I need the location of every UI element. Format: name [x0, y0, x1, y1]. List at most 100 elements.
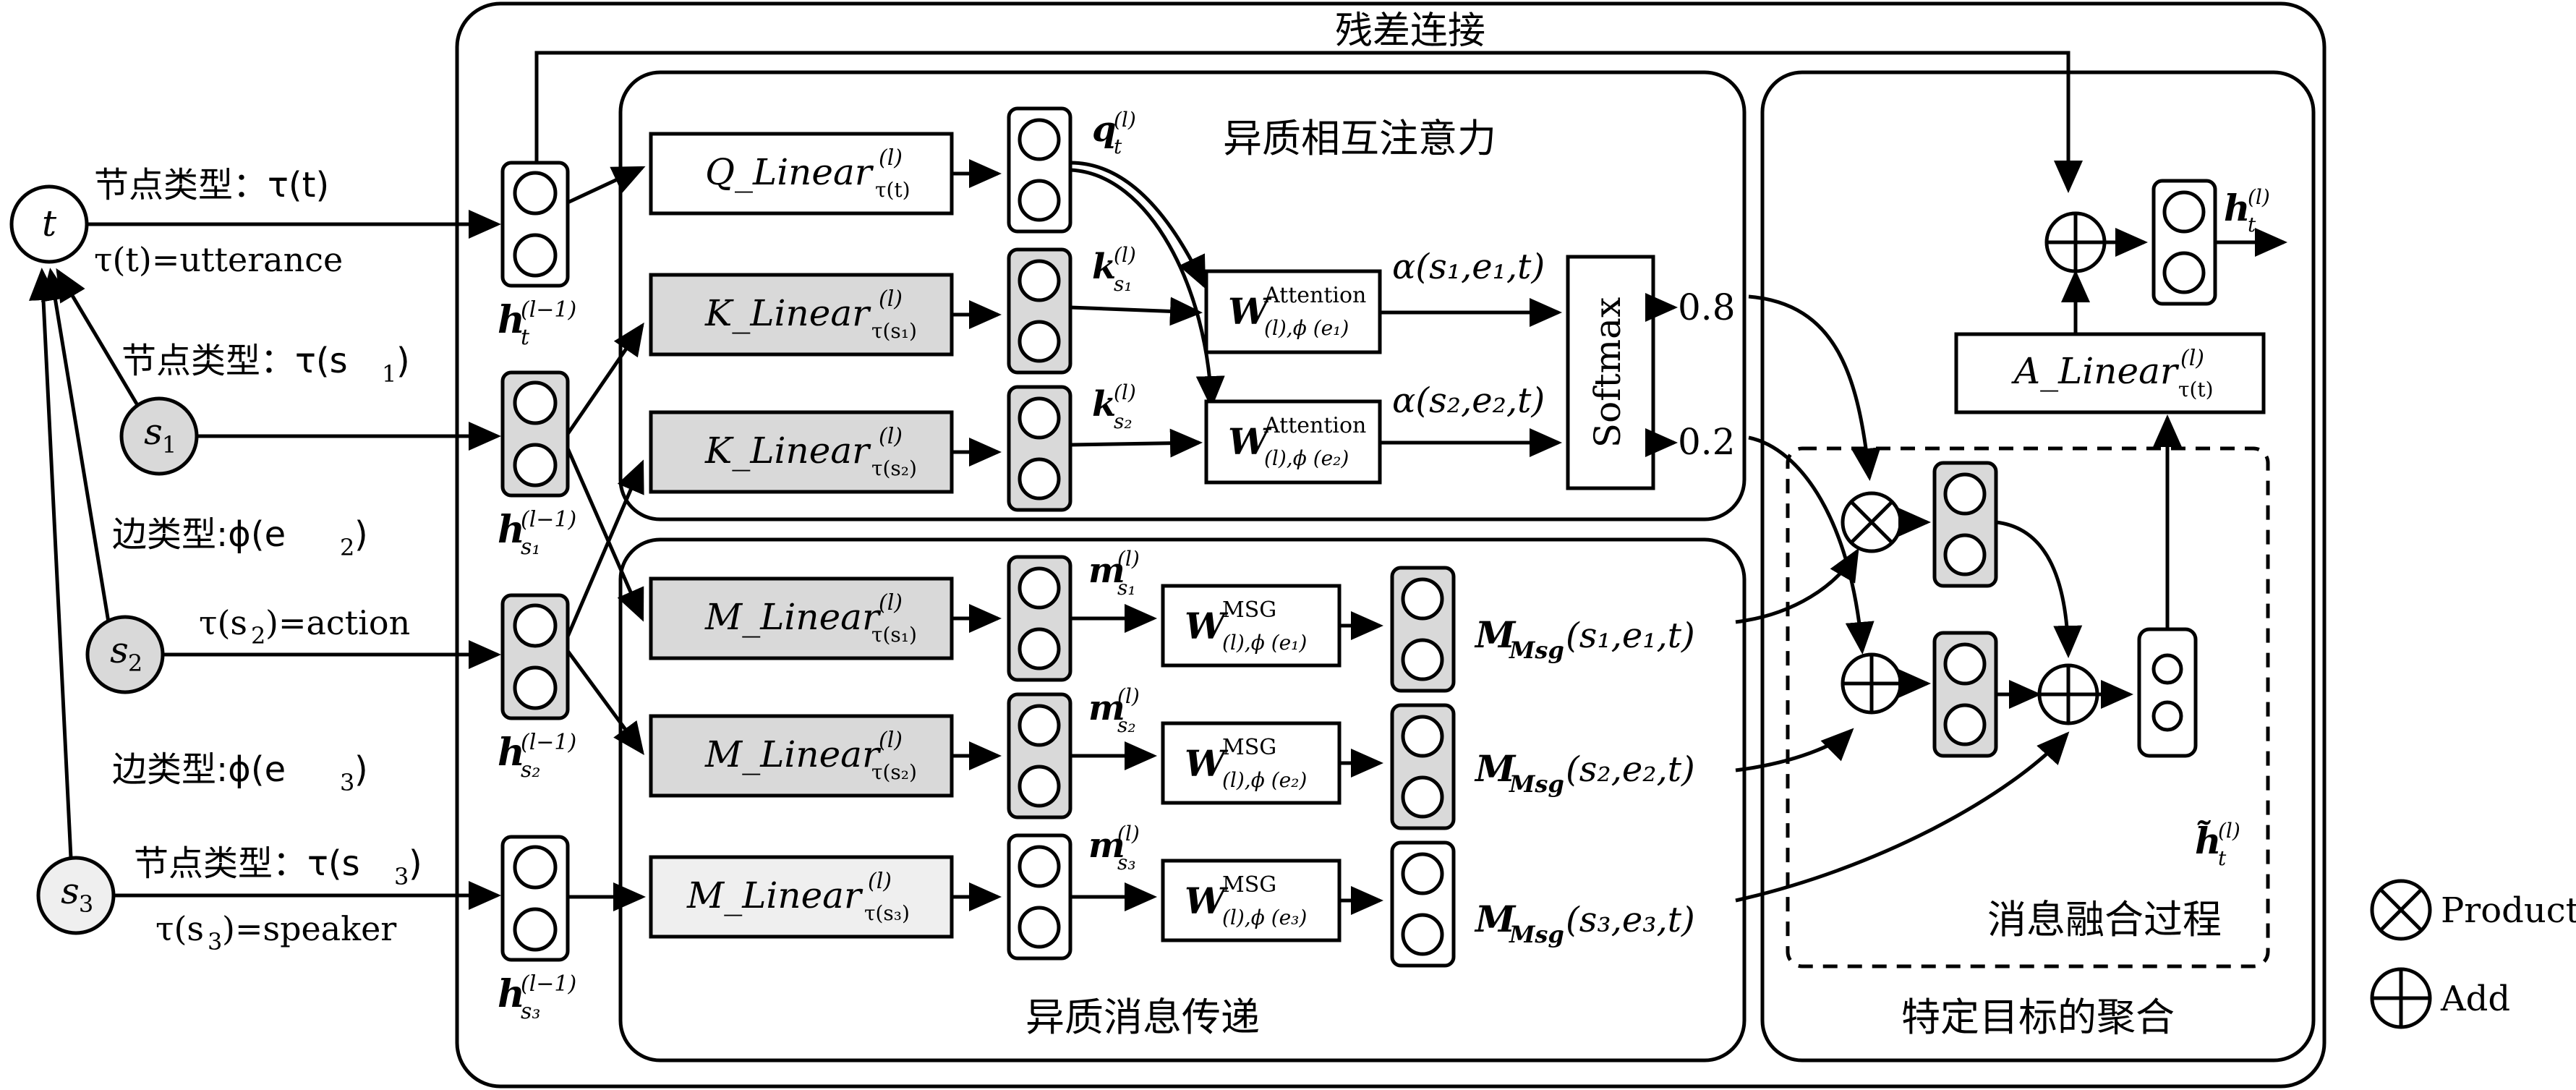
svg-text:W: W [1228, 290, 1272, 333]
node-s2: s 2 [85, 615, 165, 694]
legend-product: Product [2370, 879, 2576, 941]
svg-text:Softmax: Softmax [1587, 297, 1629, 448]
message-title: 异质消息传递 [1025, 995, 1260, 1040]
vector-m1 [1007, 555, 1072, 682]
svg-text:τ(t): τ(t) [875, 178, 910, 202]
k-linear-box-1: K_Linear (l) τ(s₁) [649, 273, 954, 357]
alpha-1: α(s₁,e₁,t) [1392, 247, 1545, 287]
label-k2: k (l) s₂ [1092, 380, 1136, 433]
svg-text:t: t [1114, 135, 1122, 158]
label-tau-s3: τ(s 3 )=speaker [155, 909, 396, 955]
svg-text:M: M [1474, 747, 1517, 790]
label-h-s2: h (l−1) s₂ [498, 730, 576, 783]
svg-text:t: t [2218, 846, 2227, 870]
svg-text:s₂: s₂ [1114, 409, 1133, 433]
a-linear-box: A_Linear (l) τ(t) [1954, 332, 2266, 414]
svg-text:节点类型：τ(s: 节点类型：τ(s [134, 843, 360, 884]
svg-text:s₁: s₁ [521, 535, 540, 560]
svg-text:边类型:ϕ(e: 边类型:ϕ(e [112, 749, 286, 790]
w-msg-box-1: W MSG (l),ϕ (e₁) [1161, 584, 1342, 668]
svg-text:(l): (l) [1117, 547, 1140, 571]
edge-hs1-mlinear1 [566, 447, 644, 622]
attention-output-1: 0.8 [1678, 286, 1736, 328]
svg-text:Product: Product [2441, 890, 2576, 931]
edge-q-watt2 [1070, 168, 1225, 409]
label-edge-type-e2: 边类型:ϕ(e 2 ) [112, 514, 368, 561]
edge-msg1-product [1735, 548, 1859, 624]
label-h-s3: h (l−1) s₃ [498, 971, 576, 1024]
svg-text:h: h [498, 731, 525, 775]
svg-text:k: k [1092, 247, 1116, 287]
svg-text:)=speaker: )=speaker [222, 909, 396, 948]
svg-text:2: 2 [340, 534, 354, 561]
vector-h-out [2151, 179, 2217, 306]
vector-k1 [1007, 247, 1072, 375]
svg-text:(l): (l) [2248, 185, 2270, 209]
svg-text:1: 1 [162, 431, 176, 459]
svg-text:M_Linear: M_Linear [704, 596, 882, 638]
edge-k1-watt1 [1070, 297, 1203, 326]
svg-text:M: M [1474, 898, 1517, 940]
svg-text:3: 3 [79, 890, 93, 918]
svg-text:(l): (l) [879, 286, 903, 312]
edge-hs1-klinear1 [566, 322, 644, 435]
svg-text:(l): (l) [879, 145, 903, 171]
svg-text:(l): (l) [868, 869, 892, 894]
attention-output-2: 0.2 [1678, 421, 1736, 463]
vector-msg-2 [1390, 703, 1456, 830]
svg-text:K_Linear: K_Linear [704, 292, 871, 334]
label-q: q (l) t [1092, 108, 1136, 158]
vector-h-s1 [500, 370, 570, 498]
svg-text:W: W [1185, 880, 1229, 922]
svg-text:(l−1): (l−1) [521, 507, 576, 532]
svg-text:(s₃,e₃,t): (s₃,e₃,t) [1566, 900, 1695, 940]
svg-text:(l−1): (l−1) [521, 730, 576, 755]
add-op-1 [1841, 652, 1903, 715]
label-m3: m (l) s₃ [1088, 822, 1140, 874]
residual-title: 残差连接 [1335, 9, 1485, 53]
svg-text:(l),ϕ (e₁): (l),ϕ (e₁) [1264, 316, 1349, 340]
label-m1: m (l) s₁ [1088, 547, 1140, 600]
softmax-box: Softmax [1566, 255, 1655, 490]
svg-text:h: h [2224, 187, 2250, 229]
label-h-s1: h (l−1) s₁ [498, 507, 576, 560]
svg-text:MSG: MSG [1222, 735, 1276, 760]
svg-text:W: W [1228, 420, 1272, 463]
w-attention-box-1: W Attention (l),ϕ (e₁) [1204, 269, 1382, 354]
svg-text:τ(t): τ(t) [2178, 378, 2214, 401]
svg-text:2: 2 [128, 650, 142, 677]
vector-msg-3 [1390, 840, 1456, 968]
svg-text:τ(s₁): τ(s₁) [871, 319, 917, 343]
edge-hs2-klinear2 [566, 459, 644, 637]
svg-text:节点类型：τ(s: 节点类型：τ(s [121, 341, 348, 381]
vector-m3 [1007, 833, 1072, 961]
aggregation-title: 特定目标的聚合 [1901, 995, 2175, 1040]
svg-text:s₁: s₁ [1114, 272, 1133, 296]
edge-s1-t [56, 268, 140, 406]
q-linear-box: Q_Linear (l) τ(t) [649, 132, 954, 216]
svg-text:s₂: s₂ [521, 757, 540, 783]
edge-s2-t [40, 268, 111, 623]
svg-text:3: 3 [340, 769, 354, 796]
svg-text:)=action: )=action [265, 603, 410, 642]
svg-text:h: h [498, 508, 525, 552]
m-linear-box-2: M_Linear (l) τ(s₂) [649, 714, 954, 798]
label-node-type-t: 节点类型：τ(t) [94, 165, 329, 205]
label-h-out: h (l) t [2224, 185, 2270, 237]
svg-text:t: t [521, 325, 530, 350]
svg-text:s₂: s₂ [1117, 713, 1136, 737]
vector-msg-1 [1390, 566, 1456, 693]
edge-ht-qlinear [566, 166, 646, 205]
label-edge-type-e3: 边类型:ϕ(e 3 ) [112, 749, 368, 796]
vector-k2 [1007, 385, 1072, 512]
svg-text:(l): (l) [1114, 243, 1136, 267]
svg-text:(l): (l) [2218, 819, 2240, 843]
svg-text:(l): (l) [879, 424, 903, 449]
svg-text:M_Linear: M_Linear [704, 733, 882, 775]
svg-text:τ(s₂): τ(s₂) [871, 760, 917, 784]
svg-text:(l−1): (l−1) [521, 297, 576, 323]
svg-text:h: h [498, 972, 525, 1016]
k-linear-box-2: K_Linear (l) τ(s₂) [649, 410, 954, 494]
node-s3: s 3 [36, 856, 116, 935]
svg-text:(l−1): (l−1) [521, 971, 576, 997]
